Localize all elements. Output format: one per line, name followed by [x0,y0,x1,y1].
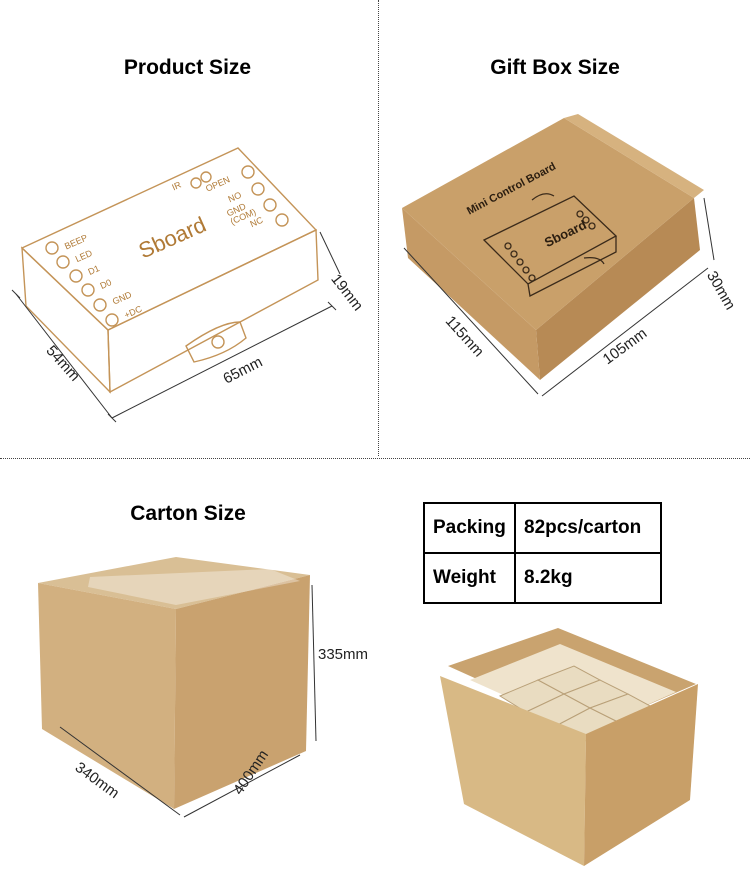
packing-spec-table: Packing 82pcs/carton Weight 8.2kg [423,502,662,604]
carton-size-title: Carton Size [130,502,246,525]
packing-label: Packing [423,502,516,554]
gift-box-drawing [402,114,715,397]
table-row: Weight 8.2kg [423,552,662,604]
vertical-divider [378,0,379,456]
weight-value: 8.2kg [514,552,662,604]
carton-dim-height: 335mm [318,646,369,663]
table-row: Packing 82pcs/carton [423,502,662,554]
weight-label: Weight [423,552,516,604]
gift-box-size-title: Gift Box Size [490,56,620,79]
horizontal-divider [0,458,750,459]
open-carton-image [440,628,698,866]
product-outline-drawing [11,147,341,423]
carton-box-drawing [38,557,317,818]
packing-value: 82pcs/carton [514,502,662,554]
product-size-title: Product Size [123,56,252,79]
